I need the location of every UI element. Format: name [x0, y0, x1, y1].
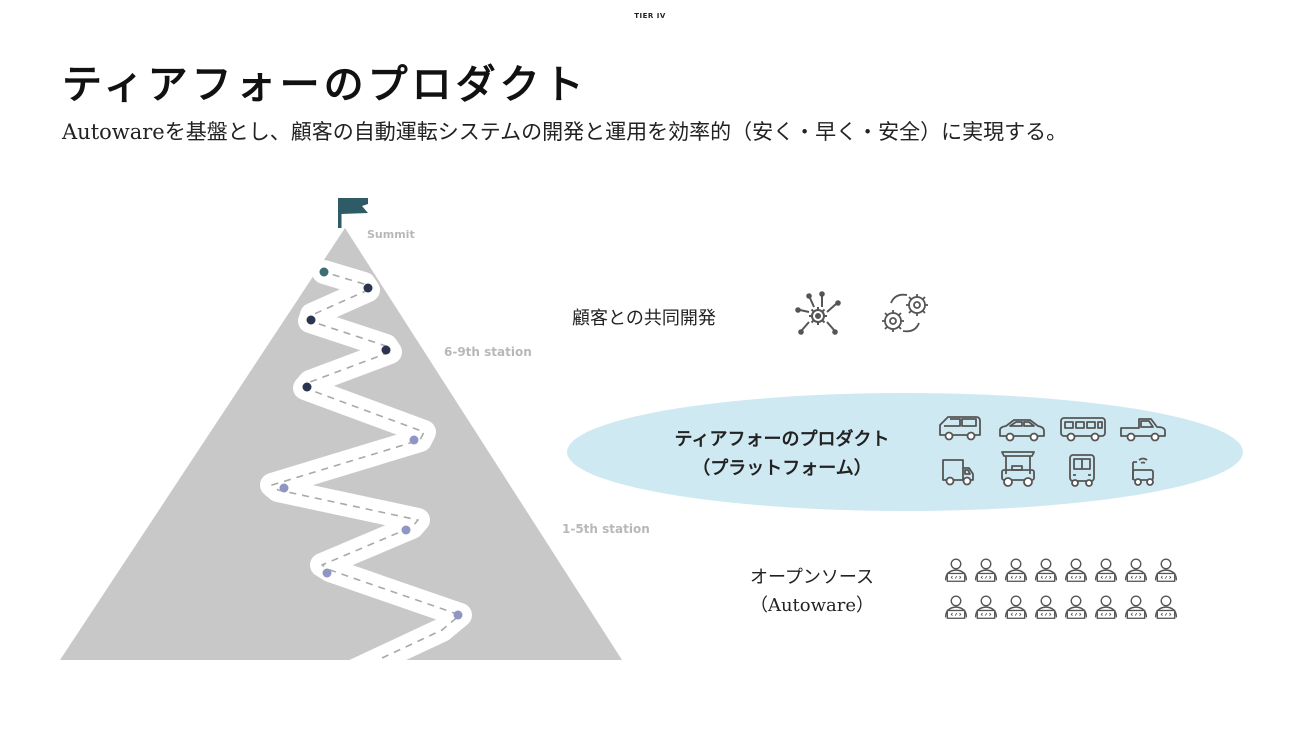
- robot-cart-icon: [1132, 457, 1154, 486]
- station-label-summit: Summit: [367, 228, 415, 241]
- platform-highlight: [567, 393, 1243, 511]
- developer-icon: [1124, 595, 1148, 619]
- developer-icon: [1124, 558, 1148, 582]
- developer-icon: [944, 558, 968, 582]
- developer-icon: [1154, 558, 1178, 582]
- delivery-truck-icon: [942, 459, 974, 486]
- network-gear-icon: [795, 291, 841, 335]
- path-waypoints: [279, 267, 463, 620]
- tier-iv-logo: TIER IV: [634, 12, 666, 20]
- sedan-icon: [999, 419, 1045, 442]
- gears-cycle-icon: [882, 293, 928, 333]
- pickup-truck-icon: [1120, 418, 1166, 442]
- small-bus-icon: [1069, 454, 1095, 487]
- station-label-low: 1-5th station: [562, 522, 650, 536]
- oss-label-line2: （Autoware）: [750, 595, 874, 616]
- platform-label-line2: （プラットフォーム）: [692, 457, 871, 479]
- developer-community-icons: [944, 558, 1178, 619]
- developer-icon: [1064, 595, 1088, 619]
- oss-label-line1: オープンソース: [750, 567, 874, 588]
- bus-icon: [1060, 417, 1106, 442]
- platform-label-line1: ティアフォーのプロダクト: [675, 428, 890, 450]
- slide-title: ティアフォーのプロダクト: [62, 61, 588, 108]
- joint-development-label: 顧客との共同開発: [572, 308, 716, 329]
- developer-icon: [1004, 558, 1028, 582]
- developer-icon: [1094, 595, 1118, 619]
- developer-icon: [974, 595, 998, 619]
- developer-icon: [1034, 558, 1058, 582]
- golf-cart-icon: [1001, 451, 1035, 487]
- flag-icon: [338, 198, 368, 228]
- developer-icon: [1094, 558, 1118, 582]
- mountain-shape: [60, 228, 622, 660]
- developer-icon: [1064, 558, 1088, 582]
- developer-icon: [974, 558, 998, 582]
- station-label-mid: 6-9th station: [444, 345, 532, 359]
- developer-icon: [944, 595, 968, 619]
- developer-icon: [1034, 595, 1058, 619]
- slide-subtitle: Autowareを基盤とし、顧客の自動運転システムの開発と運用を効率的（安く・早…: [62, 120, 1068, 144]
- developer-icon: [1154, 595, 1178, 619]
- van-icon: [939, 416, 981, 441]
- developer-icon: [1004, 595, 1028, 619]
